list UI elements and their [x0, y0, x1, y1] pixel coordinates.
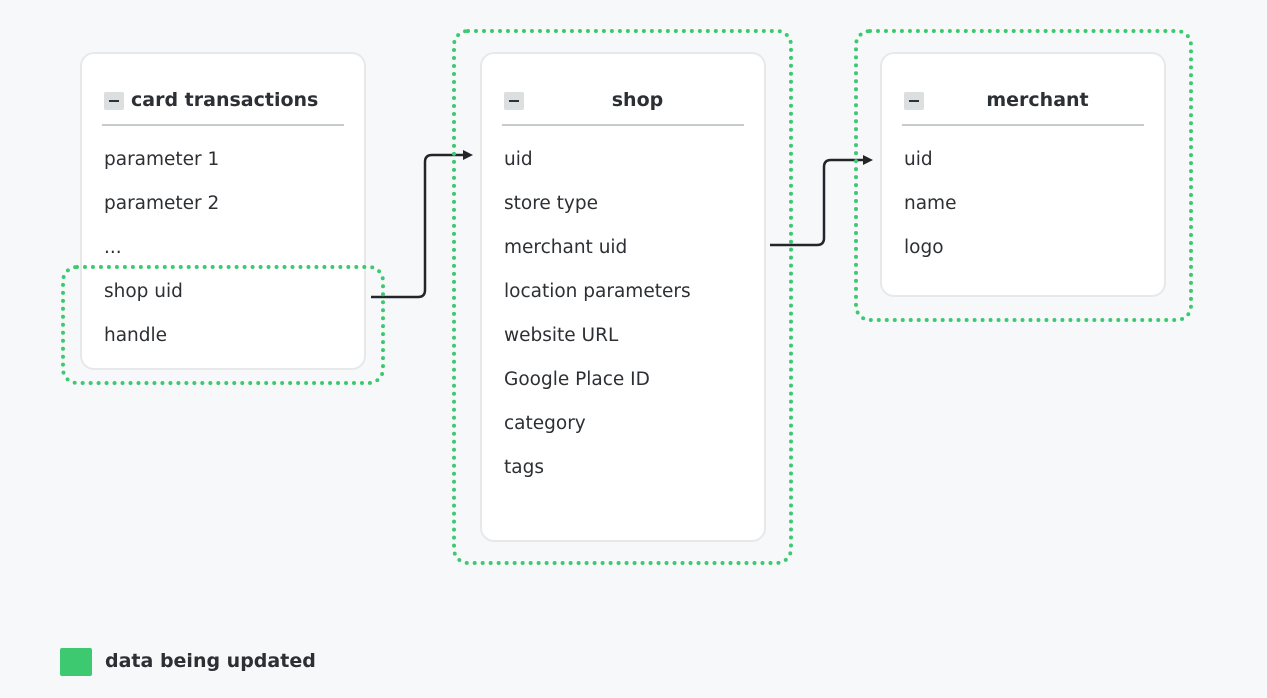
shop-header: shop	[502, 88, 744, 126]
shop-fields: uid store type merchant uid location par…	[504, 142, 691, 494]
field-tags: tags	[504, 457, 544, 478]
field-parameter-1: parameter 1	[104, 149, 220, 170]
field-shop-uid: shop uid	[104, 281, 183, 302]
legend-swatch	[60, 648, 92, 676]
card-transactions-fields: parameter 1 parameter 2 ... shop uid han…	[104, 142, 219, 362]
field-logo: logo	[904, 237, 944, 258]
field-website-url: website URL	[504, 325, 619, 346]
collapse-minus-icon[interactable]	[904, 92, 924, 110]
merchant-table: merchant uid name logo	[880, 52, 1166, 297]
field-location-parameters: location parameters	[504, 281, 691, 302]
field-google-place-id: Google Place ID	[504, 369, 650, 390]
collapse-minus-icon[interactable]	[504, 92, 524, 110]
merchant-fields: uid name logo	[904, 142, 956, 274]
field-category: category	[504, 413, 586, 434]
legend-label: data being updated	[105, 650, 316, 672]
shop-table: shop uid store type merchant uid locatio…	[480, 52, 766, 542]
collapse-minus-icon[interactable]	[104, 92, 124, 110]
field-name: name	[904, 193, 957, 214]
field-parameter-2: parameter 2	[104, 193, 220, 214]
field-uid: uid	[904, 149, 933, 170]
shop-title: shop	[611, 89, 664, 111]
card-transactions-title: card transactions	[131, 89, 319, 111]
merchant-title: merchant	[986, 89, 1089, 111]
field-uid: uid	[504, 149, 533, 170]
field-store-type: store type	[504, 193, 598, 214]
card-transactions-header: card transactions	[102, 88, 344, 126]
field-ellipsis: ...	[104, 237, 122, 258]
field-merchant-uid: merchant uid	[504, 237, 628, 258]
highlight-shop-table	[452, 29, 793, 565]
card-transactions-table: card transactions parameter 1 parameter …	[80, 52, 366, 370]
field-handle: handle	[104, 325, 168, 346]
highlight-merchant-table	[854, 29, 1193, 322]
merchant-header: merchant	[902, 88, 1144, 126]
highlight-shop-uid-handle	[61, 265, 385, 385]
